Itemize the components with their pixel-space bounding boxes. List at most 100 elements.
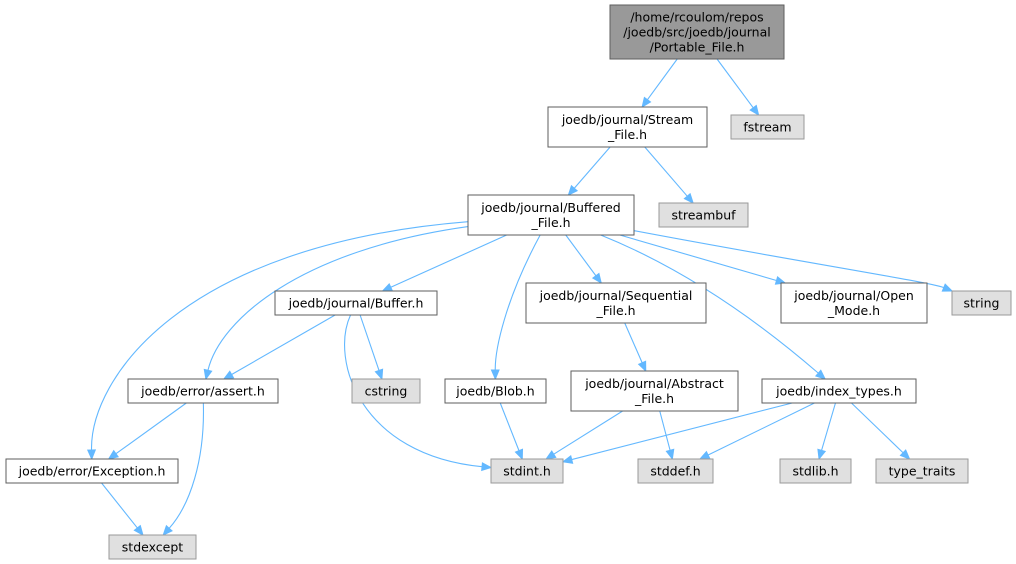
node-label: joedb/journal/Buffer.h [288,296,424,311]
node-label: joedb/index_types.h [775,384,902,399]
edge-abstract-file-to-stdint [545,410,623,460]
edge-arrowhead [133,524,144,537]
edge-line [644,146,688,197]
edge-buffer-to-assert [222,314,336,380]
node-label: joedb/error/Exception.h [18,464,166,479]
node-assert[interactable]: joedb/error/assert.h [127,378,279,404]
node-label: joedb/journal/Open [793,288,914,303]
node-sequential-file[interactable]: joedb/journal/Sequential_File.h [525,282,707,324]
node-label: stdlib.h [792,464,838,479]
node-box [490,458,564,484]
edge-arrowhead [749,104,760,117]
node-label: joedb/journal/Abstract [584,376,724,391]
edge-arrowhead [222,370,235,380]
edge-stream-file-to-buffered-file [567,146,611,196]
node-label: stddef.h [650,464,700,479]
edge-line [359,314,380,371]
edge-arrowhead [374,368,384,381]
node-string: string [951,290,1012,316]
edge-line [101,482,138,529]
node-stdint: stdint.h [490,458,564,484]
edge-line [571,402,793,461]
node-label: joedb/error/assert.h [140,384,265,399]
edge-arrowhead [814,369,827,380]
node-fstream: fstream [730,114,805,140]
edge-arrowhead [683,192,694,204]
node-layer: /home/rcoulom/repos/joedb/src/joedb/jour… [5,4,1012,560]
edge-arrowhead [514,448,524,461]
node-label: string [964,296,1000,311]
edge-buffered-file-to-blob [490,234,541,381]
edge-arrowhead [641,96,652,109]
node-index-types[interactable]: joedb/index_types.h [761,378,917,404]
edge-buffered-file-to-buffer [381,234,507,292]
node-label: /home/rcoulom/repos [630,10,763,25]
node-label: _File.h [530,215,570,230]
edge-line [619,234,777,282]
node-buffered-file[interactable]: joedb/journal/Buffered_File.h [467,194,635,236]
edge-arrowhead [941,283,954,292]
node-abstract-file[interactable]: joedb/journal/Abstract_File.h [570,370,739,412]
node-box [761,378,917,404]
node-stream-file[interactable]: joedb/journal/Stream_File.h [547,106,708,148]
edge-line [90,221,469,451]
node-box [467,194,635,236]
edge-line [851,402,904,454]
edge-line [600,234,819,374]
node-exception[interactable]: joedb/error/Exception.h [5,458,179,484]
node-box [875,458,969,484]
node-label: fstream [743,120,791,135]
edge-arrowhead [490,369,500,381]
node-box [609,4,785,60]
edge-line [115,402,187,455]
edge-arrowhead [665,448,675,461]
edge-arrowhead [637,360,647,373]
node-label: stdexcept [122,540,183,555]
node-box [570,370,739,412]
node-label: /joedb/src/joedb/journal [623,25,770,40]
node-cstring: cstring [351,378,421,404]
edge-buffered-file-to-open-mode [619,234,787,285]
edge-line [390,234,507,288]
edge-portable-file-to-stream-file [641,58,678,109]
edge-line [659,410,671,451]
node-type-traits: type_traits [875,458,969,484]
edge-line [633,230,944,289]
edge-abstract-file-to-stddef [659,410,675,461]
node-box [351,378,421,404]
edge-blob-to-stdint [499,402,524,461]
edge-arrowhead [698,450,711,460]
edge-exception-to-stdexcept [101,482,144,537]
edge-line [624,322,643,363]
edge-line [494,234,541,371]
edge-buffered-file-to-exception [86,221,469,461]
node-open-mode[interactable]: joedb/journal/Open_Mode.h [780,282,928,324]
edge-line [821,402,837,451]
edge-index-types-to-type-traits [851,402,911,460]
node-blob[interactable]: joedb/Blob.h [444,378,547,404]
node-box [444,378,547,404]
node-label: type_traits [889,464,956,479]
edge-stream-file-to-streambuf [644,146,694,204]
node-box [730,114,805,140]
node-buffer[interactable]: joedb/journal/Buffer.h [274,290,438,316]
edge-buffered-file-to-assert [203,226,469,381]
edge-buffered-file-to-index-types [600,234,827,380]
node-label: streambuf [671,208,736,223]
edge-buffered-file-to-sequential-file [565,234,602,285]
edge-arrowhead [899,449,911,460]
edge-index-types-to-stdint [561,402,793,464]
node-label: stdint.h [503,464,551,479]
edge-portable-file-to-fstream [716,58,760,117]
node-portable-file[interactable]: /home/rcoulom/repos/joedb/src/joedb/jour… [609,4,785,60]
node-box [779,458,852,484]
edge-arrowhead [561,454,574,464]
edge-sequential-file-to-abstract-file [624,322,647,373]
edge-assert-to-stdexcept [162,402,204,536]
node-label: joedb/journal/Sequential [539,288,693,303]
edge-line [573,146,611,189]
node-stdlib: stdlib.h [779,458,852,484]
edge-index-types-to-stdlib [817,402,837,461]
edge-line [499,402,520,451]
node-box [547,106,708,148]
